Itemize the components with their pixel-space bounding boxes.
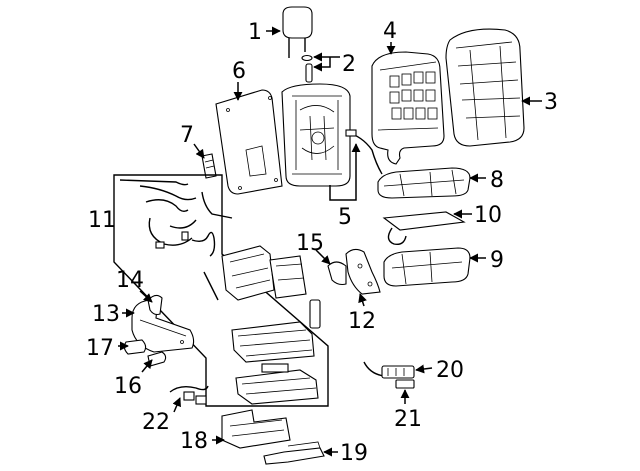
connector-module-part[interactable] <box>395 379 415 389</box>
lever-part[interactable] <box>123 339 147 355</box>
callout-labels: 1 2 3 4 5 6 7 8 9 10 11 12 13 14 15 16 1… <box>86 19 558 466</box>
seat-cushion-cover-part[interactable] <box>377 167 471 199</box>
callout-7: 7 <box>180 123 194 148</box>
callout-11: 11 <box>88 208 116 233</box>
callout-18: 18 <box>180 429 208 454</box>
trim-cover-part[interactable] <box>327 261 347 286</box>
callout-6: 6 <box>232 59 246 84</box>
wiring-harness-part[interactable] <box>119 179 233 257</box>
callout-14: 14 <box>116 268 144 293</box>
back-panel-part[interactable] <box>215 89 283 195</box>
headrest-guide-part[interactable] <box>301 54 313 83</box>
callout-22: 22 <box>142 410 170 435</box>
cushion-heater-part[interactable] <box>382 211 466 246</box>
seat-cushion-pad-part[interactable] <box>383 247 471 287</box>
track-cover-part[interactable] <box>263 441 325 465</box>
callout-3: 3 <box>544 90 558 115</box>
seat-back-pad-part[interactable] <box>371 51 445 165</box>
callout-12: 12 <box>348 309 376 334</box>
harness-bracket-part[interactable] <box>169 385 209 405</box>
seat-back-cover-part[interactable] <box>445 28 525 147</box>
callout-20: 20 <box>436 358 464 383</box>
callout-5: 5 <box>338 205 352 230</box>
callout-1: 1 <box>248 20 262 45</box>
seat-adjuster-part[interactable] <box>203 245 321 405</box>
callout-8: 8 <box>490 168 504 193</box>
knob-part[interactable] <box>147 351 167 367</box>
callout-19: 19 <box>340 441 368 466</box>
callout-leaders <box>118 26 542 457</box>
callout-10: 10 <box>474 203 502 228</box>
callout-9: 9 <box>490 248 504 273</box>
wire-harness-part[interactable] <box>363 361 415 379</box>
switch-part[interactable] <box>201 153 217 179</box>
callout-13: 13 <box>92 302 120 327</box>
headrest-part[interactable] <box>282 6 313 58</box>
seat-back-frame-part[interactable] <box>281 83 383 187</box>
callout-21: 21 <box>394 407 422 432</box>
callout-16: 16 <box>114 374 142 399</box>
callout-2: 2 <box>342 52 356 77</box>
callout-17: 17 <box>86 336 114 361</box>
callout-15: 15 <box>296 231 324 256</box>
seat-track-part[interactable] <box>221 409 291 449</box>
side-trim-part[interactable] <box>345 248 381 295</box>
callout-4: 4 <box>383 19 397 44</box>
